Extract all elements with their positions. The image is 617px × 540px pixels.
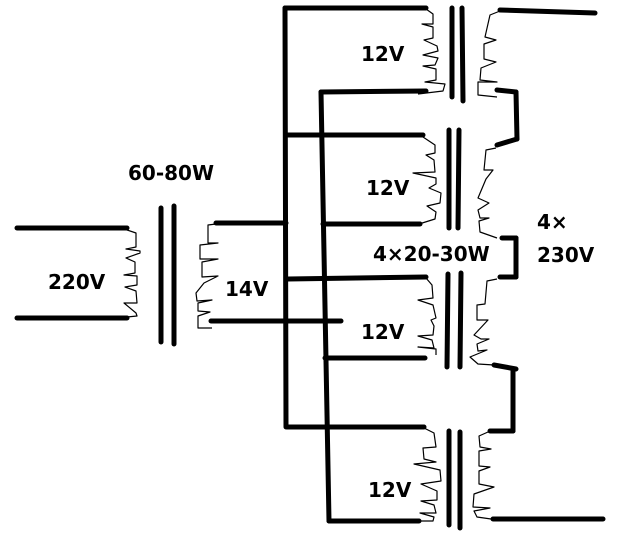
label-main-secondary: 14V — [225, 277, 269, 301]
t2-core-right — [455, 127, 462, 231]
transformer-4 — [284, 424, 606, 531]
main-transformer — [14, 203, 344, 347]
t2-low-coil — [412, 136, 442, 225]
transformer-1 — [282, 5, 598, 148]
t3-low-coil — [417, 277, 437, 355]
t3-core-right — [457, 270, 464, 370]
secondary-coil-14v — [195, 223, 219, 329]
label-output-voltage: 230V — [537, 243, 595, 267]
label-small-power: 4×20-30W — [373, 242, 490, 266]
output-wire-top — [497, 7, 598, 16]
t1-t2-series-c — [494, 136, 520, 148]
label-main-power: 60-80W — [128, 161, 214, 185]
t1-t2-series-b — [513, 89, 520, 142]
bus-lines — [282, 5, 332, 524]
t3-high-coil — [469, 278, 498, 366]
primary-coil — [123, 229, 141, 318]
t3-core-left — [444, 271, 451, 370]
t2-high-coil — [477, 147, 498, 239]
label-secondary-4: 12V — [368, 478, 412, 502]
t1-high-coil — [477, 10, 501, 98]
label-output-count: 4× — [537, 210, 568, 234]
t1-t2-series-a — [494, 87, 519, 95]
t4-low-coil — [413, 427, 442, 522]
label-secondary-3: 12V — [361, 320, 405, 344]
transformer-3 — [285, 270, 519, 434]
bus-line-a — [282, 5, 289, 430]
transformer-2 — [283, 127, 519, 280]
label-secondary-2: 12V — [366, 176, 410, 200]
t1-core-right — [459, 5, 466, 104]
label-primary-input: 220V — [48, 270, 106, 294]
t4-high-coil — [472, 431, 495, 520]
t3-wire-top — [285, 274, 429, 282]
label-secondary-1: 12V — [361, 42, 405, 66]
t1-low-coil — [417, 8, 446, 95]
t1-wire-bottom — [318, 88, 429, 95]
bus-line-b — [318, 89, 332, 524]
